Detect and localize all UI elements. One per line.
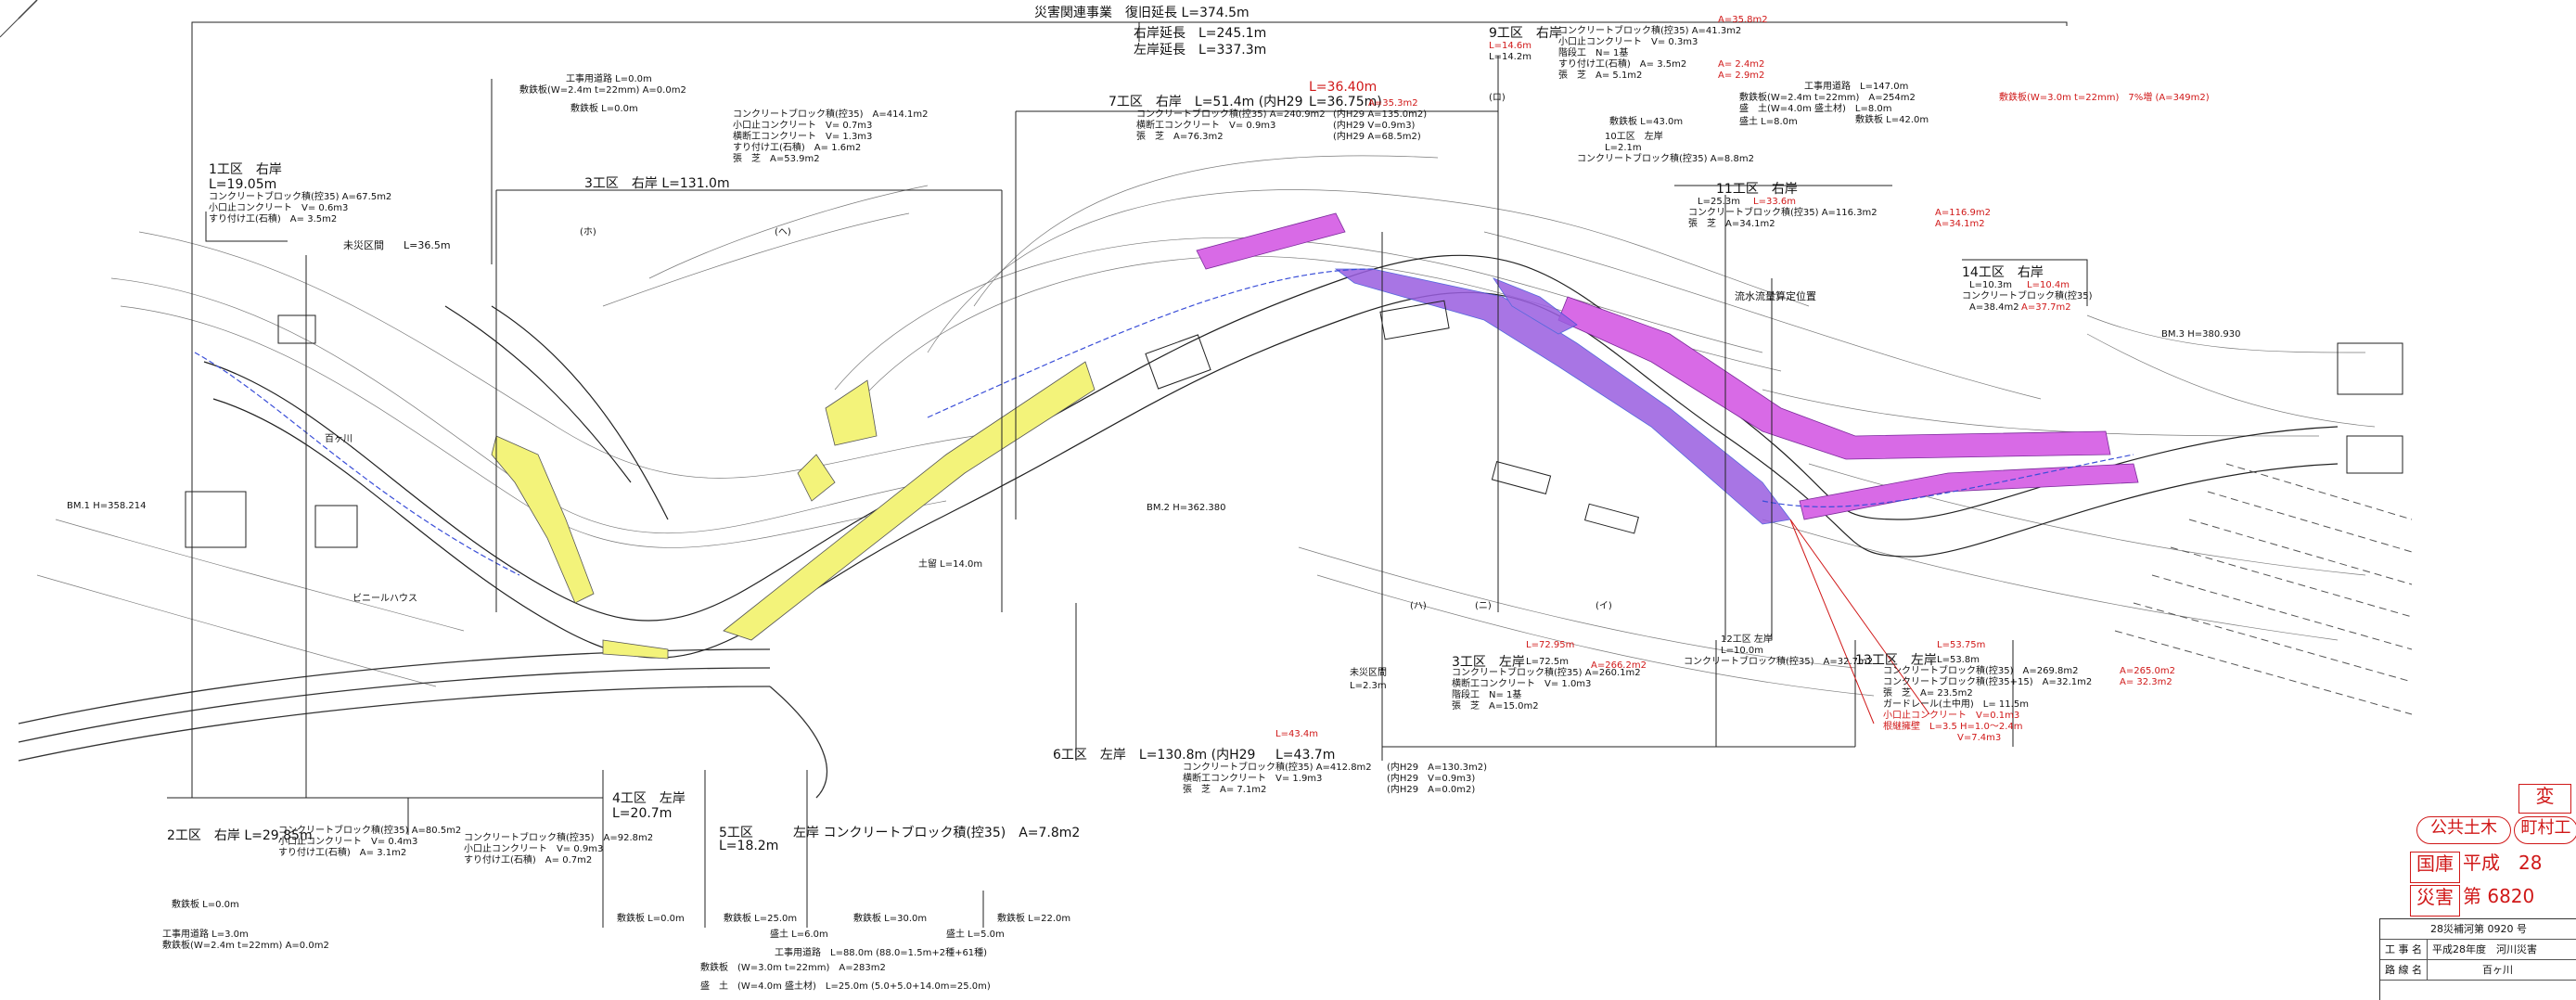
heisei-stamp: 平成 28: [2463, 852, 2543, 874]
temp-road-top: 工事用道路 L=0.0m 敷鉄板(W=2.4m t=22mm) A=0.0m2 …: [519, 74, 686, 114]
municipal-stamp: 町村工: [2514, 816, 2576, 844]
title-block-row: 工 事 名 平成28年度 河川災害: [2380, 940, 2576, 960]
unrestored-section: 未災区間: [343, 239, 384, 251]
bottom-fill: 盛 土 (W=4.0m 盛土材) L=25.0m (5.0+5.0+14.0m=…: [700, 981, 991, 992]
section-3-specs: コンクリートブロック積(控35) A=414.1m2 小口止コンクリート V= …: [733, 109, 929, 164]
revetment-yellow: [491, 361, 1096, 660]
segment-d: (ニ): [1475, 601, 1492, 611]
bottom-road: 工事用道路 L=88.0m (88.0=1.5m+2種+61種): [775, 948, 988, 958]
title-block-row: 路 線 名 百ヶ川: [2380, 960, 2576, 981]
section-10-label: 10工区 左岸 L=2.1m コンクリートブロック積(控35) A=8.8m2: [1577, 132, 1754, 164]
number-stamp: 第 6820: [2463, 885, 2535, 907]
section-5-label: 5工区 左岸 コンクリートブロック積(控35) A=7.8m2 L=18.2m: [719, 826, 1081, 853]
river-banks: [203, 254, 2339, 659]
survey-lines-blue: [194, 268, 2134, 576]
section-4-label: 4工区 左岸 L=20.7m: [612, 791, 686, 821]
right-bank-length: 右岸延長 L=245.1m: [1134, 26, 1267, 41]
title-block: 28災補河第 0920 号 工 事 名 平成28年度 河川災害 路 線 名 百ヶ…: [2379, 918, 2576, 1000]
segment-e: (ホ): [580, 227, 596, 237]
section-9-specs: コンクリートブロック積(控35) A=41.3m2 小口止コンクリート V= 0…: [1558, 15, 1768, 81]
section-7-label: 7工区 右岸 L=51.4m (内H29 L=36.75m) L=36.40m …: [1109, 80, 1428, 142]
left-bank-length: 左岸延長 L=337.3m: [1134, 43, 1267, 58]
section-11-label: 11工区 右岸 L=25.3m L=33.6m コンクリートブロック積(控35)…: [1688, 182, 1991, 229]
section-4-specs: コンクリートブロック積(控35) A=92.8m2 小口止コンクリート V= 0…: [464, 833, 654, 865]
greenhouse-label: ビニールハウス: [352, 594, 417, 604]
benchmark-2: BM.2 H=362.380: [1147, 503, 1226, 513]
flow-calc-point: 流水流量算定位置: [1735, 290, 1816, 302]
change-stamp: 変: [2518, 784, 2571, 814]
benchmark-3: BM.3 H=380.930: [2161, 329, 2241, 340]
revetment-magenta: [1196, 212, 2139, 520]
section-brackets: [167, 22, 2088, 928]
north-arrow-icon: [0, 0, 38, 38]
contour-lines: [36, 155, 2376, 697]
benchmark-1: BM.1 H=358.214: [67, 501, 147, 511]
overall-title: 災害関連事業 復旧延長 L=374.5m: [1034, 6, 1250, 20]
temp-road-right: 工事用道路 L=147.0m 敷鉄板(W=2.4m t=22mm) A=254m…: [1609, 82, 2210, 127]
kokuko-stamp: 国庫: [2410, 852, 2460, 883]
bottom-pave-1: 敷鉄板 L=0.0m: [617, 914, 685, 924]
river-name: 百ヶ川: [325, 434, 352, 444]
section-1-label: 1工区 右岸 L=19.05m コンクリートブロック積(控35) A=67.5m…: [209, 162, 392, 224]
public-works-stamp: 公共土木: [2416, 816, 2511, 844]
segment-b: (ロ): [1489, 93, 1506, 103]
red-leaders: [1789, 519, 1930, 724]
title-block-header: 28災補河第 0920 号: [2380, 919, 2576, 940]
segment-c: (ハ): [1410, 601, 1427, 611]
bottom-pave: 敷鉄板 (W=3.0m t=22mm) A=283m2: [700, 963, 886, 973]
unrestored-section-2-length: L=2.3m: [1350, 681, 1387, 691]
section-2-title: 2工区 右岸 L=29.85m: [167, 828, 313, 843]
bottom-fill-1: 盛土 L=6.0m: [770, 929, 828, 940]
section-12-label: 12工区 左岸 L=10.0m コンクリートブロック積(控35) A=32.7m…: [1684, 635, 1874, 667]
bottom-pave-2: 敷鉄板 L=25.0m: [724, 914, 798, 924]
bottom-fill-2: 盛土 L=5.0m: [946, 929, 1005, 940]
section-2-temp-road: 敷鉄板 L=0.0m 工事用道路 L=3.0m 敷鉄板(W=2.4m t=22m…: [162, 900, 329, 951]
section-9-label: 9工区 右岸 L=14.6m L=14.2m: [1489, 26, 1562, 62]
saigai-stamp: 災害: [2410, 885, 2460, 917]
section-13-label: L=53.75m 13工区 左岸 L=53.8m コンクリートブロック積(控35…: [1855, 640, 2175, 743]
section-2-specs: コンクリートブロック積(控35) A=80.5m2 小口止コンクリート V= 0…: [278, 826, 462, 858]
bottom-pave-4: 敷鉄板 L=22.0m: [997, 914, 1071, 924]
bottom-pave-3: 敷鉄板 L=30.0m: [853, 914, 928, 924]
buildings: [185, 300, 2403, 548]
unrestored-section-length: L=36.5m: [404, 239, 451, 251]
segment-f: (ヘ): [775, 227, 791, 237]
road-edges: [18, 648, 828, 799]
retaining-wall: 土留 L=14.0m: [918, 559, 983, 570]
parking-lines: [2114, 463, 2413, 715]
overall-extent-bracket: [191, 21, 2068, 42]
unrestored-section-2: 未災区間: [1350, 668, 1387, 678]
section-3-left-label: L=72.95m 3工区 左岸 L=72.5m A=266.2m2 コンクリート…: [1452, 640, 1647, 712]
section-14-label: 14工区 右岸 L=10.3m L=10.4m コンクリートブロック積(控35)…: [1962, 265, 2093, 313]
section-3-title: 3工区 右岸 L=131.0m: [584, 176, 730, 191]
segment-a: (イ): [1596, 601, 1612, 611]
section-6-label: L=43.4m 6工区 左岸 L=130.8m (内H29 L=43.7m コン…: [1053, 729, 1487, 795]
